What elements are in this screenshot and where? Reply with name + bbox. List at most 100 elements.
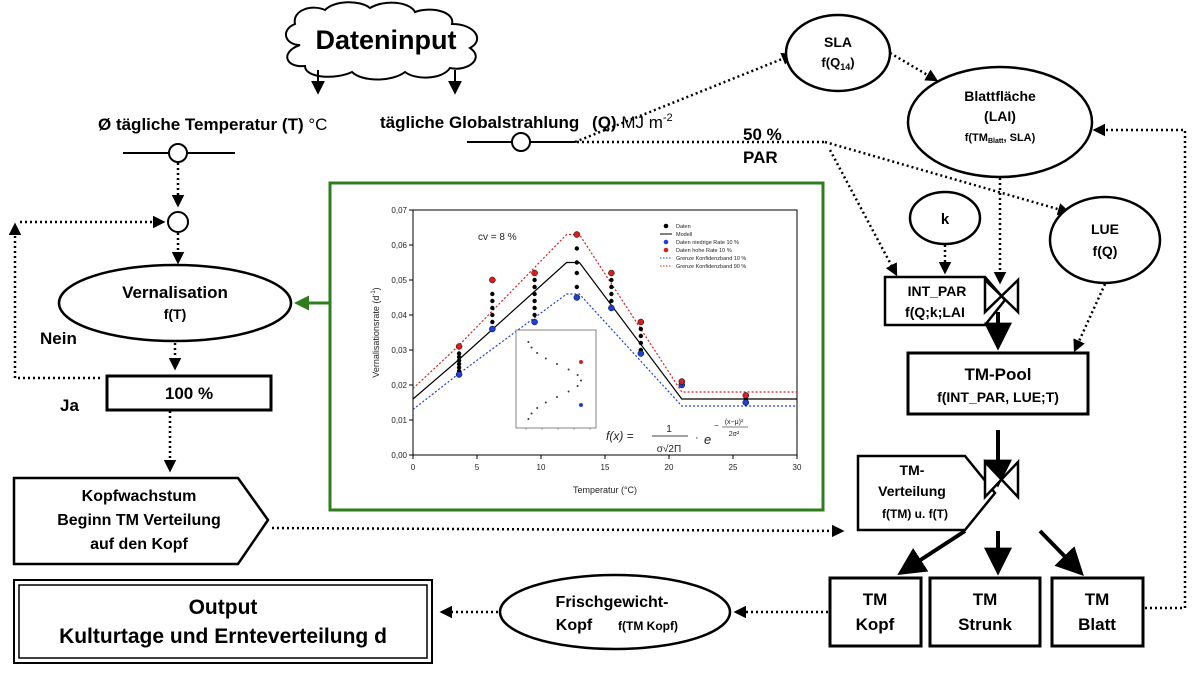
legend-label: Modell bbox=[676, 232, 692, 238]
x-tick-label: 5 bbox=[475, 463, 480, 472]
output-node: Output Kulturtage und Ernteverteilung d bbox=[13, 579, 433, 664]
tm-verteilung-line2: Verteilung bbox=[878, 483, 946, 499]
lue-title: LUE bbox=[1091, 221, 1119, 237]
radiation-label: tägliche Globalstrahlung (Q) MJ m-2 bbox=[380, 112, 673, 132]
int-par-title: INT_PAR bbox=[908, 283, 967, 299]
data-point-low bbox=[489, 325, 496, 333]
output-title: Output bbox=[189, 596, 258, 619]
kopfwachstum-line1: Kopfwachstum bbox=[82, 488, 197, 505]
tm-pool-func: f(INT_PAR, LUE;T) bbox=[937, 389, 1059, 405]
frischgewicht-node: Frischgewicht- Kopf f(TM Kopf) bbox=[498, 573, 732, 651]
kopfwachstum-node: Kopfwachstum Beginn TM Verteilung auf de… bbox=[12, 476, 270, 566]
data-point bbox=[638, 326, 644, 332]
legend-label: Daten bbox=[676, 224, 691, 230]
lue-func: f(Q) bbox=[1093, 243, 1118, 259]
data-point bbox=[456, 351, 462, 356]
data-point-high bbox=[489, 276, 496, 284]
y-tick-label: 0,01 bbox=[391, 416, 407, 425]
nein-label: Nein bbox=[40, 329, 77, 348]
formula-e: e bbox=[704, 432, 711, 447]
inset-point bbox=[567, 390, 570, 393]
hundred-percent-label: 100 % bbox=[165, 384, 213, 403]
x-tick-label: 30 bbox=[793, 463, 802, 472]
par-percent: 50 % bbox=[743, 125, 782, 144]
data-point bbox=[456, 354, 462, 360]
data-point bbox=[574, 260, 580, 265]
data-point bbox=[490, 319, 495, 325]
temp-label: Ø tägliche Temperatur (T) °C bbox=[98, 115, 327, 134]
data-point bbox=[609, 277, 614, 283]
tm-pool-title: TM-Pool bbox=[964, 365, 1031, 384]
y-tick-label: 0,03 bbox=[391, 346, 407, 355]
vernalisation-node: Vernalisation f(T) bbox=[57, 263, 293, 343]
inset-point bbox=[530, 412, 533, 415]
x-axis-label: Temperatur (°C) bbox=[573, 485, 637, 495]
data-point bbox=[532, 312, 537, 318]
y-axis-label: Vernalisationsrate (d-1) bbox=[371, 287, 381, 377]
inset-point bbox=[530, 346, 533, 349]
hundred-percent-node: 100 % bbox=[105, 374, 273, 412]
data-point bbox=[456, 361, 462, 367]
inset-point bbox=[567, 368, 570, 371]
legend-label: Grenze Konfidenzband 10 % bbox=[676, 256, 746, 262]
data-point bbox=[490, 312, 495, 318]
data-point bbox=[490, 298, 495, 304]
data-point bbox=[532, 305, 537, 311]
x-tick-label: 20 bbox=[665, 463, 674, 472]
sla-node: SLA f(Q14) bbox=[784, 13, 892, 93]
data-point-high bbox=[678, 378, 686, 385]
k-node: k bbox=[908, 190, 982, 246]
data-point-low bbox=[455, 371, 463, 378]
y-tick-label: 0,05 bbox=[391, 276, 407, 285]
ja-label: Ja bbox=[60, 396, 79, 415]
y-tick-label: 0,04 bbox=[391, 311, 407, 320]
inset-point bbox=[555, 396, 558, 398]
legend-label: Grenze Konfidenzband 90 % bbox=[676, 264, 746, 270]
kopfwachstum-line3: auf den Kopf bbox=[90, 536, 188, 553]
blattflaeche-func: f(TMBlatt, SLA) bbox=[965, 132, 1036, 145]
tm-kopf-line1: TM bbox=[863, 590, 888, 609]
data-point-high bbox=[455, 343, 463, 350]
legend-label: Daten hohe Rate 10 % bbox=[676, 248, 732, 254]
x-tick-label: 10 bbox=[537, 463, 546, 472]
int-par-node: INT_PAR f(Q;k;LAI bbox=[883, 275, 1007, 327]
data-point bbox=[609, 284, 614, 290]
legend-label: Daten niedrige Rate 10 % bbox=[676, 240, 739, 246]
inset-point bbox=[580, 379, 582, 382]
data-point-high bbox=[531, 269, 538, 277]
y-tick-label: 0,07 bbox=[391, 206, 407, 215]
inset-frame bbox=[515, 329, 597, 429]
tm-verteilung-node: TM- Verteilung f(TM) u. f(T) bbox=[856, 454, 997, 532]
tm-kopf-node: TM Kopf bbox=[828, 576, 923, 648]
frischgewicht-func: f(TM Kopf) bbox=[618, 619, 678, 633]
inset-point-low bbox=[579, 403, 583, 407]
inset-point-high bbox=[579, 360, 583, 364]
x-tick-label: 25 bbox=[729, 463, 738, 472]
data-point bbox=[574, 246, 580, 251]
data-point bbox=[609, 298, 614, 304]
radiation-valve bbox=[467, 132, 575, 152]
y-tick-label: 0,02 bbox=[391, 381, 407, 390]
formula-exp-den: 2σ² bbox=[729, 431, 740, 438]
data-point bbox=[490, 305, 495, 311]
sla-func: f(Q14) bbox=[821, 55, 854, 72]
data-point bbox=[456, 365, 462, 370]
output-subtitle: Kulturtage und Ernteverteilung d bbox=[59, 625, 387, 648]
tm-strunk-line1: TM bbox=[973, 590, 998, 609]
legend-marker bbox=[663, 247, 669, 253]
y-tick-label: 0,00 bbox=[391, 451, 407, 460]
tm-pool-node: TM-Pool f(INT_PAR, LUE;T) bbox=[906, 351, 1090, 416]
frischgewicht-line2: Kopf bbox=[556, 617, 593, 634]
data-point bbox=[609, 291, 614, 297]
formula-num: 1 bbox=[666, 424, 672, 435]
inset-point bbox=[555, 363, 558, 365]
y-tick-label: 0,06 bbox=[391, 241, 407, 250]
data-point bbox=[456, 358, 462, 363]
lue-node: LUE f(Q) bbox=[1048, 195, 1162, 285]
inset-point bbox=[576, 385, 579, 387]
inset-point bbox=[527, 341, 530, 343]
data-point-high bbox=[637, 318, 645, 326]
vernalisation-func: f(T) bbox=[164, 306, 187, 322]
